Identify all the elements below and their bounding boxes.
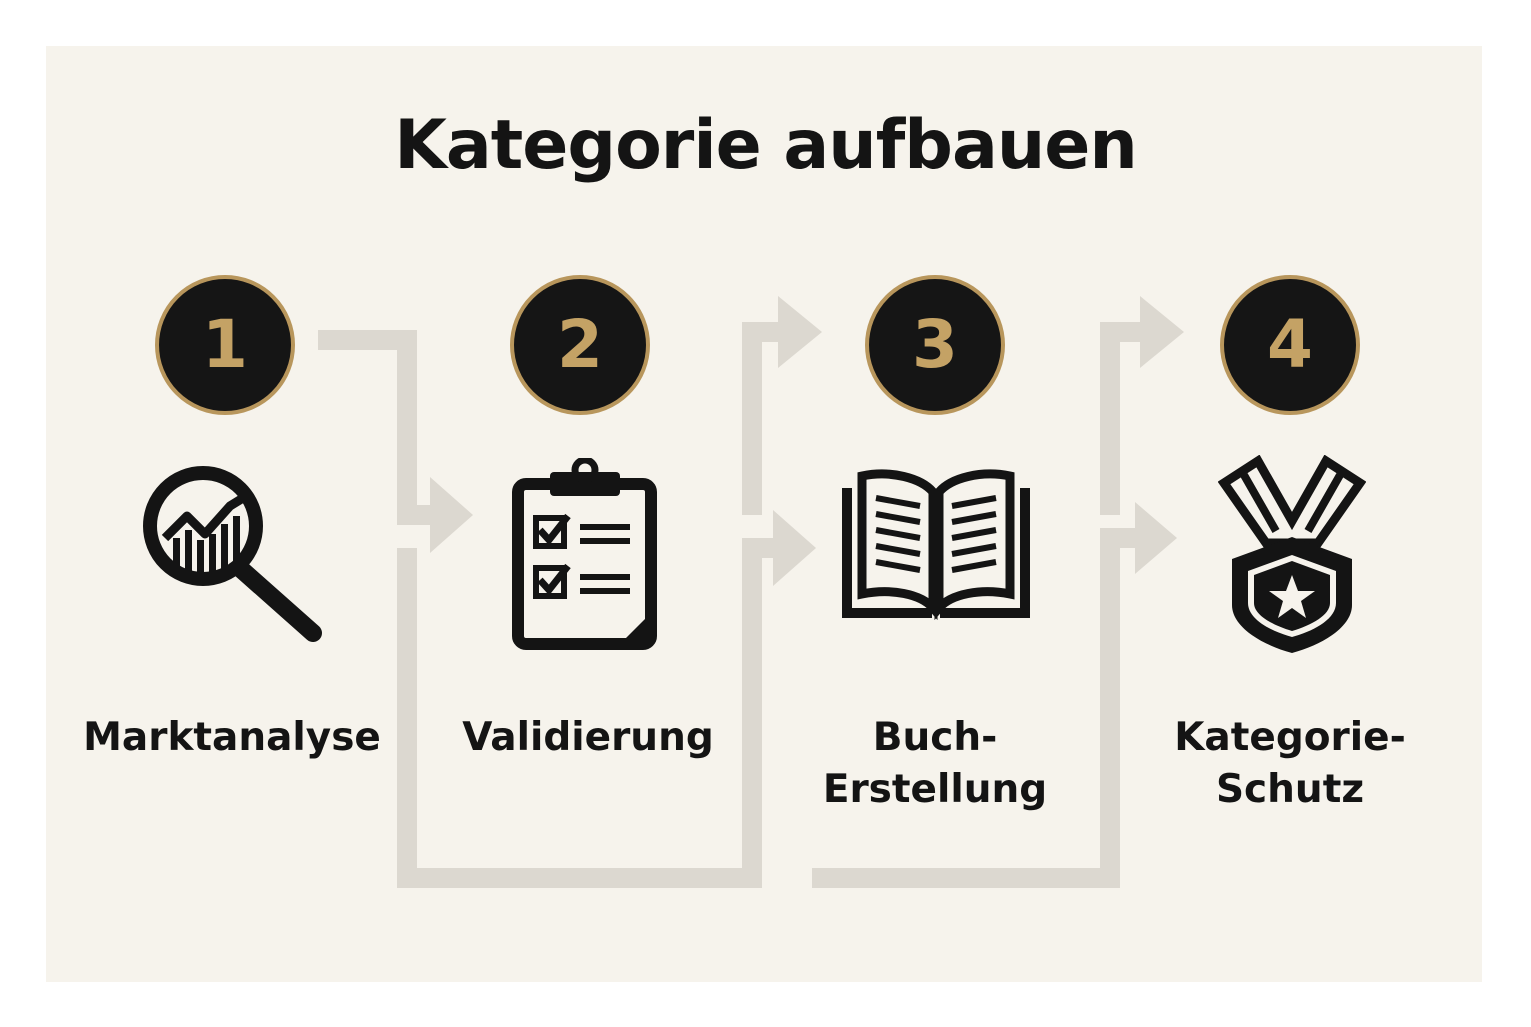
step-1-label: Marktanalyse	[72, 712, 392, 764]
open-book-icon	[842, 469, 1030, 621]
clipboard-checklist-icon	[512, 458, 657, 650]
arrowhead-2-3-lower	[773, 510, 816, 586]
step-4-label-line-1: Kategorie-	[1174, 715, 1406, 760]
magnifier-chart-icon	[143, 466, 322, 642]
connector-1-2	[318, 330, 432, 525]
arrowhead-3-4-upper	[1140, 296, 1184, 368]
step-1-badge: 1	[155, 275, 295, 415]
arrowhead-3-4-lower	[1135, 502, 1177, 574]
step-4-label: Kategorie- Schutz	[1130, 712, 1450, 816]
step-3-label-line-2: Erstellung	[822, 767, 1048, 812]
connector-2-3-lower	[397, 538, 775, 888]
diagram-title: Kategorie aufbauen	[394, 106, 1138, 185]
connector-3-4-lower	[812, 528, 1138, 888]
connector-2-3-upper	[742, 322, 780, 515]
arrowhead-1-2	[430, 477, 473, 553]
connector-3-4-upper	[1100, 322, 1142, 515]
step-3-label: Buch- Erstellung	[775, 712, 1095, 816]
step-2-badge: 2	[510, 275, 650, 415]
step-4-badge: 4	[1220, 275, 1360, 415]
step-2-label-line-1: Validierung	[462, 715, 714, 760]
step-3-badge: 3	[865, 275, 1005, 415]
step-2-label: Validierung	[428, 712, 748, 764]
step-1-label-line-1: Marktanalyse	[83, 715, 381, 760]
step-4-label-line-2: Schutz	[1215, 767, 1365, 812]
arrowhead-2-3-upper	[778, 296, 822, 368]
step-3-label-line-1: Buch-	[872, 715, 998, 760]
medal-star-icon	[1218, 455, 1366, 653]
